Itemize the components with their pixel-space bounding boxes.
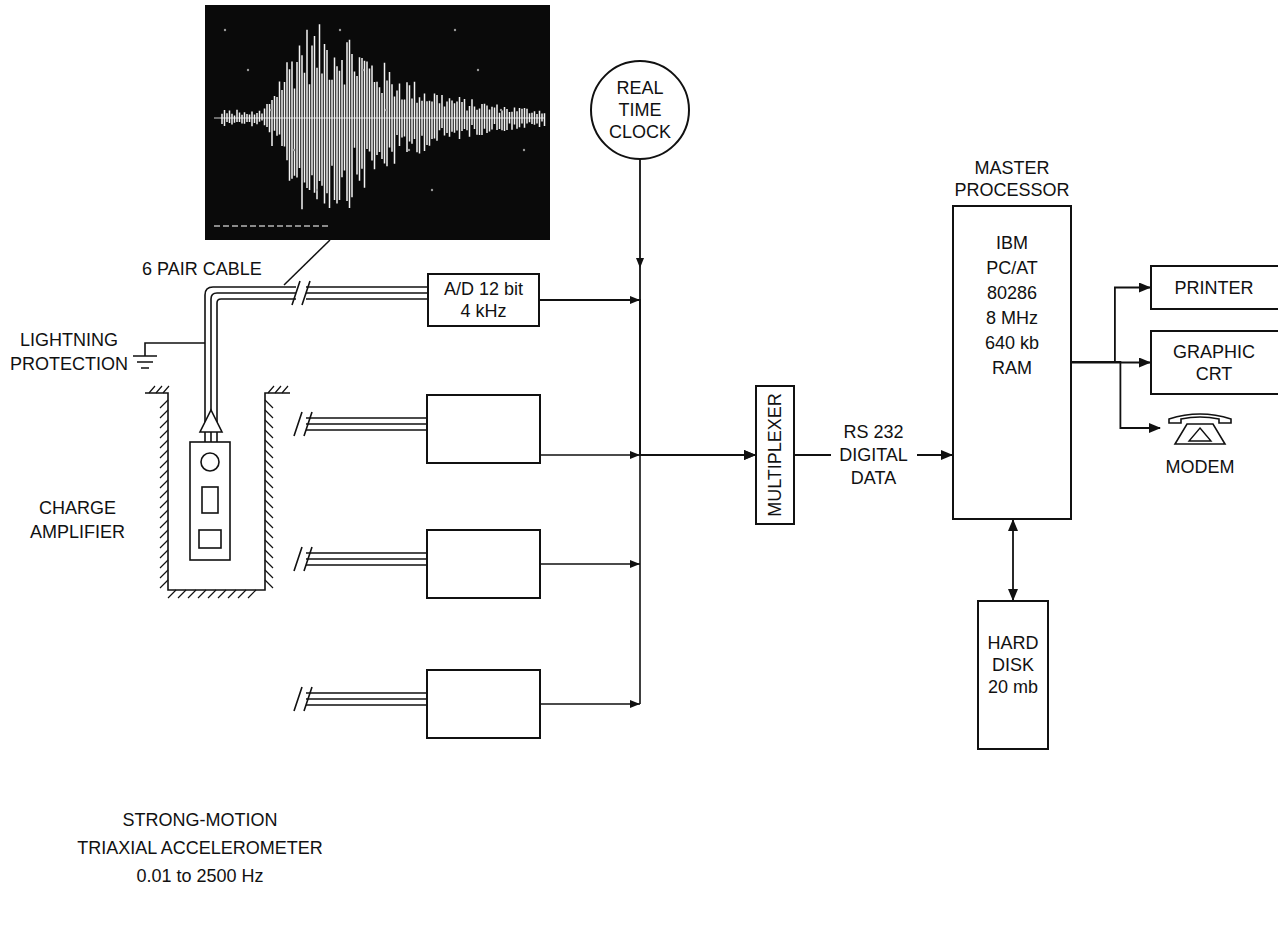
part-label: 0.01 to 2500 Hz [40,864,360,888]
part-label: LIGHTNING PROTECTION [0,328,138,376]
break-mark [294,687,312,711]
converter-box [427,670,540,738]
connector-arrow [540,300,755,455]
ground-mark [133,356,157,368]
accelerometer-housing [190,442,230,560]
grid-dot [523,149,525,151]
leader-line [284,240,330,285]
node-label: IBM PC/AT 80286 8 MHz 640 kb RAM [981,231,1043,381]
cable-wire [306,553,427,565]
accelerometer-symbol [190,432,230,560]
grid-dot [454,29,456,31]
cable-wire [211,293,296,425]
break-mark [294,412,312,436]
grid-dot [270,109,272,111]
waveform-trace [214,24,545,226]
grid-dot [339,29,341,31]
multiplexer-box: MULTIPLEXER [755,385,795,525]
converter-box: A/D 12 bit 4 kHz [427,273,540,327]
cable-wire [306,287,427,299]
disk-box: HARD DISK 20 mb [977,600,1049,750]
grid-dot [385,109,387,111]
cable-wire [306,418,427,430]
arrowhead [630,560,640,568]
part-label: TRIAXIAL ACCELEROMETER [40,836,360,860]
oscilloscope-photo [205,5,550,240]
break-mark [294,547,312,571]
sensor-element [201,453,219,471]
ground-symbol [133,343,205,368]
connector-arrow [640,160,755,455]
modem-icon: MODEM [1160,410,1240,488]
amplifier-symbol [200,410,222,432]
node-label: GRAPHIC CRT [1166,341,1262,385]
node-label: HARD DISK 20 mb [984,632,1042,698]
part-label: CHARGE AMPLIFIER [15,496,140,544]
grid-dot [408,149,410,151]
connector-arrow [1072,362,1160,428]
grid-dot [477,69,479,71]
bus-lines [540,455,640,704]
phone-base [1175,424,1225,444]
part-label: STRONG-MOTION [40,808,360,832]
grid-dot [431,189,433,191]
break-mark [292,281,310,305]
sensor-element [199,530,221,548]
grid-dot [316,189,318,191]
ground-wire [145,343,205,356]
node-label: PRINTER [1174,277,1253,299]
grid-dot [224,29,226,31]
node-label: MULTIPLEXER [764,393,786,517]
grid-dot [247,69,249,71]
display-box: GRAPHIC CRT [1150,330,1278,395]
converter-box [427,395,540,463]
clock-circle: REAL TIME CLOCK [590,60,690,160]
grid-dot [362,69,364,71]
node-heading: MASTER PROCESSOR [947,157,1077,201]
arrowhead [630,451,640,459]
connector-arrow [1012,520,1014,600]
processor-box: MASTER PROCESSORIBM PC/AT 80286 8 MHz 64… [952,205,1072,520]
photo-smudge [214,225,330,227]
cable-wire [205,432,217,442]
node-label: REAL TIME CLOCK [604,77,676,143]
bus-arrowheads [630,258,644,708]
converter-boxes [427,395,540,738]
converter-box [427,530,540,598]
waveform-trace [222,24,545,209]
borehole [145,386,290,598]
connector-label: RS 232 DIGITAL DATA [831,421,917,490]
dial-mark [1189,428,1211,441]
hatching [149,386,288,598]
cable-wire [205,287,296,425]
sensor-element [202,487,218,513]
printer-box: PRINTER [1150,265,1278,310]
grid-dot [293,149,295,151]
node-label: A/D 12 bit 4 kHz [440,278,528,322]
cable-wire [306,693,427,705]
grid-dot [500,109,502,111]
bus-wire [540,455,640,704]
telephone-icon [1165,410,1235,446]
part-label: 6 PAIR CABLE [142,257,262,281]
node-label: MODEM [1166,456,1235,478]
handset [1169,414,1231,423]
connector-arrow [1072,288,1150,363]
cable-wire [217,299,296,425]
arrowhead [630,700,640,708]
sensor-cable [205,281,427,711]
